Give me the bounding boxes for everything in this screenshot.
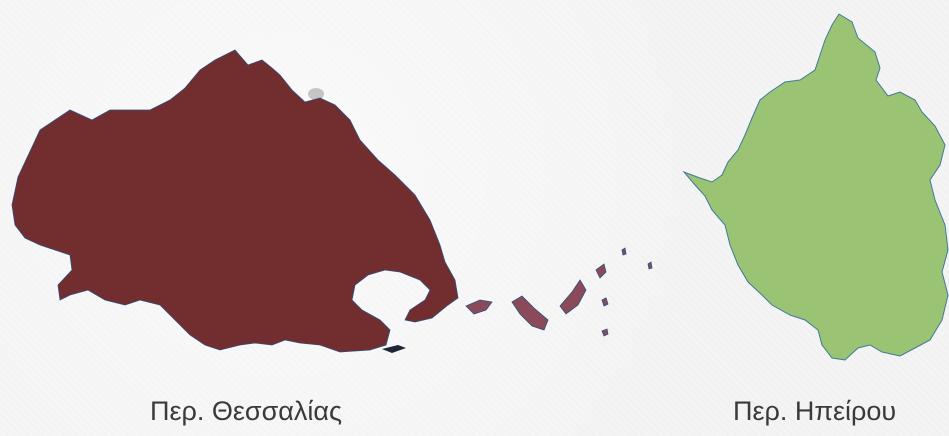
thessaly-islands xyxy=(465,247,653,337)
island-6 xyxy=(647,261,653,270)
island-8 xyxy=(601,328,609,337)
island-7 xyxy=(621,247,627,256)
island-4 xyxy=(595,263,607,279)
smudge-mark xyxy=(308,88,324,100)
thessaly-coast-tip xyxy=(382,345,406,353)
epirus-region-shape[interactable] xyxy=(682,13,949,361)
epirus-label: Περ. Ηπείρου xyxy=(733,396,897,426)
island-1 xyxy=(465,299,493,315)
island-3 xyxy=(559,279,587,315)
island-2 xyxy=(511,295,549,331)
island-5 xyxy=(601,297,609,307)
thessaly-region-shape[interactable] xyxy=(11,49,459,353)
thessaly-label: Περ. Θεσσαλίας xyxy=(150,396,342,426)
